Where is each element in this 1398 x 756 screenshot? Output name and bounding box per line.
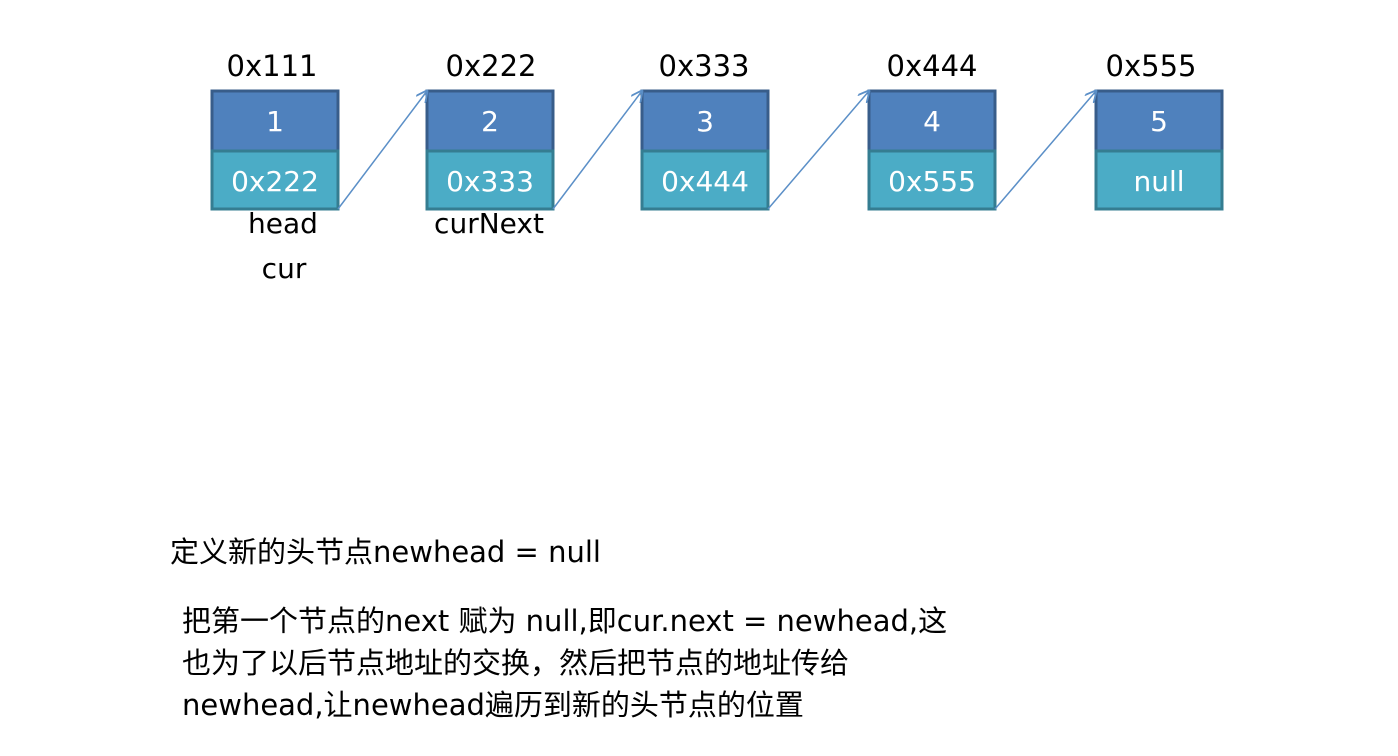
node-1: 0x111 1 0x222: [210, 49, 340, 211]
description-line-3: newhead,让newhead遍历到新的头节点的位置: [182, 688, 804, 722]
node-2-next-box: [425, 149, 555, 211]
node-5-address: 0x555: [1106, 49, 1197, 83]
node-2-value-box: [425, 89, 555, 153]
node-5: 0x555 5 null: [1094, 49, 1224, 211]
node-4-next-box: [867, 149, 997, 211]
node-4-address: 0x444: [887, 49, 978, 83]
node-5-next: null: [1133, 165, 1184, 198]
description-explanation: 把第一个节点的next 赋为 null,即cur.next = newhead,…: [182, 600, 947, 726]
node-4-value: 4: [923, 105, 941, 138]
node-5-value: 5: [1150, 105, 1168, 138]
description-line-1: 把第一个节点的next 赋为 null,即cur.next = newhead,…: [182, 604, 948, 638]
pointer-curnext-label: curNext: [434, 207, 544, 240]
node-3-next-box: [640, 149, 770, 211]
node-2-value: 2: [481, 105, 499, 138]
node-5-next-box: [1094, 149, 1224, 211]
arrow-node-2-to-3: [552, 91, 642, 210]
node-1-next: 0x222: [231, 165, 319, 198]
node-3-next: 0x444: [661, 165, 749, 198]
node-3-value-box: [640, 89, 770, 153]
arrow-node-1-to-2: [337, 91, 427, 210]
node-4: 0x444 4 0x555: [867, 49, 997, 211]
node-1-value: 1: [266, 105, 284, 138]
pointer-cur-label: cur: [262, 252, 307, 285]
description-newhead-definition: 定义新的头节点newhead = null: [170, 535, 601, 569]
node-3-address: 0x333: [659, 49, 750, 83]
pointer-head-label: head: [248, 207, 318, 240]
node-2: 0x222 2 0x333: [425, 49, 555, 211]
node-1-address: 0x111: [227, 49, 318, 83]
node-1-next-box: [210, 149, 340, 211]
node-4-next: 0x555: [888, 165, 976, 198]
arrow-node-3-to-4: [767, 91, 869, 210]
node-2-address: 0x222: [446, 49, 537, 83]
node-3-value: 3: [696, 105, 714, 138]
node-3: 0x333 3 0x444: [640, 49, 770, 211]
arrow-node-4-to-5: [994, 91, 1096, 210]
node-2-next: 0x333: [446, 165, 534, 198]
description-line-2: 也为了以后节点地址的交换，然后把节点的地址传给: [182, 646, 850, 680]
node-1-value-box: [210, 89, 340, 153]
